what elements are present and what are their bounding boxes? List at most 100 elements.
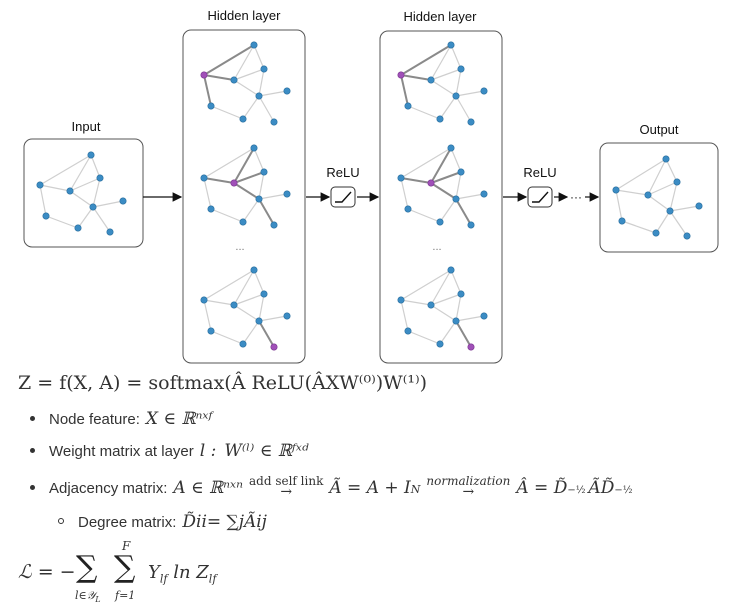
node (260, 290, 268, 298)
edge (455, 315, 485, 322)
degree-label: Degree matrix: (78, 514, 177, 531)
node (480, 190, 488, 198)
input-graph (36, 151, 127, 236)
edge (258, 171, 265, 200)
adjacency-label: Adjacency matrix: (49, 480, 168, 497)
highlighted-node (200, 71, 208, 79)
edge (455, 320, 472, 348)
edge (258, 293, 265, 322)
node (452, 92, 460, 100)
edge (400, 74, 409, 107)
node (250, 41, 258, 49)
node (239, 115, 247, 123)
adjacency-math-b-sub: N (410, 483, 421, 496)
input-label: Input (72, 119, 101, 134)
edge (242, 320, 260, 345)
edge (233, 147, 255, 184)
edge (400, 177, 409, 210)
node (666, 207, 674, 215)
hidden-mini-graph (200, 144, 291, 229)
node-feature-label: Node feature: (49, 411, 140, 428)
node (467, 221, 475, 229)
edge (258, 198, 275, 226)
exp-neg-half-1: −½ (567, 485, 586, 496)
edge (203, 177, 212, 210)
edge (233, 293, 265, 306)
node (200, 296, 208, 304)
node (119, 197, 127, 205)
edge (455, 171, 462, 200)
loss-rhs-sub2: lf (208, 572, 217, 586)
edge (203, 74, 235, 81)
hidden2-label: Hidden layer (404, 9, 478, 24)
edge (450, 44, 462, 70)
loss-formula: ℒ = − ∑ l∈𝒴L F ∑ f=1 Ylf ln Zlf (18, 539, 278, 608)
adjacency-item: Adjacency matrix: A ∈ ℝⁿˣⁿ add self link… (30, 474, 632, 504)
edge (407, 208, 441, 223)
dots: ··· (570, 190, 582, 204)
node (283, 87, 291, 95)
node (447, 144, 455, 152)
highlighted-node (270, 343, 278, 351)
node (270, 221, 278, 229)
relu1-icon (335, 191, 352, 203)
node (207, 102, 215, 110)
edge (242, 198, 260, 223)
node (436, 218, 444, 226)
adjacency-math-c-rest: ÃD̃ (588, 478, 615, 498)
node (230, 301, 238, 309)
edge (233, 269, 255, 306)
loss-rhs-mid: ln Z (167, 562, 209, 583)
arrow2-text: normalization (426, 474, 511, 488)
node (447, 41, 455, 49)
output-label: Output (639, 122, 678, 137)
hidden2-panel (379, 30, 503, 364)
edge (210, 208, 244, 223)
edge (407, 330, 441, 345)
arrow1-icon: → (280, 484, 293, 500)
node (404, 205, 412, 213)
edge (258, 320, 275, 348)
adjacency-math-c: Â = D̃ (516, 478, 568, 498)
node (480, 87, 488, 95)
node (457, 168, 465, 176)
adjacency-math-b: Ã = A + I (329, 478, 411, 498)
node (404, 327, 412, 335)
edge (233, 79, 260, 97)
edge (439, 198, 457, 223)
edge (233, 304, 260, 322)
edge (430, 79, 457, 97)
hidden-mini-graph (200, 266, 291, 351)
adjacency-math-a: A ∈ ℝⁿˣⁿ (173, 478, 243, 498)
degree-end-sub: ij (256, 512, 267, 532)
node (260, 65, 268, 73)
node (467, 118, 475, 126)
node-feature-item: Node feature: X ∈ ℝⁿˣᶠ (30, 409, 212, 429)
edge (253, 147, 265, 173)
node (397, 174, 405, 182)
edge (450, 147, 462, 173)
output-panel (599, 142, 719, 253)
edge (233, 182, 260, 200)
edge (407, 105, 441, 120)
node (36, 181, 44, 189)
arrow2-icon: → (462, 484, 475, 500)
weight-math: W⁽ˡ⁾ ∈ ℝᶠˣᵈ (224, 441, 309, 461)
highlighted-node (467, 343, 475, 351)
edge (203, 44, 255, 76)
edge (439, 95, 457, 120)
loss-lhs: ℒ = − (18, 561, 76, 583)
node (239, 218, 247, 226)
edge (203, 177, 235, 184)
edge (258, 315, 288, 322)
edge (455, 68, 462, 97)
hidden1-label: Hidden layer (208, 8, 282, 23)
node (106, 228, 114, 236)
edge (430, 68, 462, 81)
node (644, 191, 652, 199)
node (74, 224, 82, 232)
edge (400, 177, 432, 184)
sum1-bottom: l∈𝒴 (75, 589, 96, 602)
sum2-icon: ∑ (114, 550, 136, 585)
